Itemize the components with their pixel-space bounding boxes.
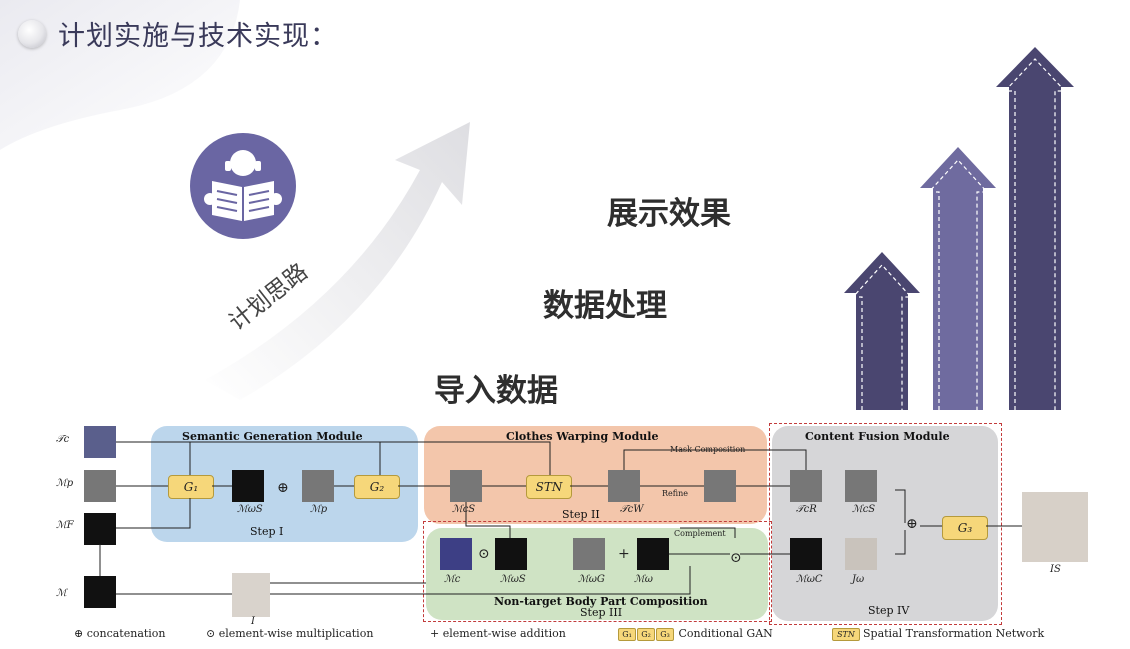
- growth-arrows: [844, 47, 1074, 410]
- tcw-label: 𝒯cW: [620, 504, 644, 515]
- refine-note: Refine: [662, 489, 688, 498]
- legend-stn-box: STN: [832, 627, 860, 641]
- mult-symbol: ⊙: [478, 546, 490, 562]
- bullet-icon: [18, 19, 46, 48]
- refined-clothes-image: [704, 470, 736, 502]
- fashion-mask-image: [84, 513, 116, 545]
- connector-lines: [99, 441, 1022, 595]
- nontarget-dashed-border: [423, 521, 772, 622]
- legend-add: + element-wise addition: [430, 627, 566, 640]
- output-image: [1022, 492, 1088, 562]
- fused-clothes-image: [790, 470, 822, 502]
- jw-label: Jω: [852, 574, 865, 585]
- legend-gan-text: Conditional GAN: [678, 627, 773, 640]
- arms-mask-image: [573, 538, 605, 570]
- generator-g3: G₃: [942, 516, 988, 540]
- input-i-label: I: [251, 616, 255, 627]
- stage-import-data: 导入数据: [434, 373, 558, 409]
- mws2-label: ℳωS: [500, 574, 526, 585]
- mult-symbol-2: ⊙: [730, 550, 742, 566]
- header: 计划实施与技术实现：: [18, 14, 338, 53]
- input-mf-label: ℳF: [56, 520, 74, 531]
- legend-g3-box: G₃: [656, 627, 674, 641]
- page-title: 计划实施与技术实现：: [58, 21, 338, 52]
- mwg-label: ℳωG: [578, 574, 605, 585]
- warped-clothes-image: [608, 470, 640, 502]
- mp2-label: ℳp: [310, 504, 328, 515]
- body-composite-image: [637, 538, 669, 570]
- step-one: Step I: [250, 525, 284, 538]
- step-four: Step IV: [868, 604, 910, 617]
- generator-g2: G₂: [354, 475, 400, 499]
- mcs2-label: ℳcS: [852, 504, 876, 515]
- tcr-label: 𝒯cR: [796, 504, 817, 515]
- semantic-title: Semantic Generation Module: [182, 430, 363, 443]
- step-three: Step III: [580, 606, 623, 619]
- concat-symbol-fusion: ⊕: [906, 516, 918, 532]
- person-image: [232, 573, 270, 617]
- reading-person-icon: [190, 133, 296, 239]
- clothes-input-image: [84, 426, 116, 458]
- semantic-map-image: [232, 470, 264, 502]
- add-symbol: +: [618, 546, 630, 562]
- clothes-region-image: [440, 538, 472, 570]
- mask-image: [84, 576, 116, 608]
- fusion-dashed-border: [769, 423, 1002, 625]
- clothes-mask-image: [450, 470, 482, 502]
- stn-box: STN: [526, 475, 572, 499]
- jw-image: [845, 538, 877, 570]
- legend-stn-text: Spatial Transformation Network: [863, 627, 1045, 640]
- legend-mult: ⊙ element-wise multiplication: [206, 627, 374, 640]
- stage-data-processing: 数据处理: [543, 288, 667, 324]
- pose-map-image: [302, 470, 334, 502]
- mc-label: ℳc: [444, 574, 461, 585]
- mw-label: ℳω: [634, 574, 653, 585]
- arrow-medium: [920, 147, 996, 410]
- semantic-body-image: [495, 538, 527, 570]
- legend-g2-box: G₂: [637, 627, 655, 641]
- legend-g1-box: G₁: [618, 627, 636, 641]
- generator-g1: G₁: [168, 475, 214, 499]
- mcs-label: ℳcS: [452, 504, 476, 515]
- nontarget-title: Non-target Body Part Composition: [494, 595, 708, 608]
- composed-body-image: [790, 538, 822, 570]
- input-tc-label: 𝒯c: [56, 434, 70, 445]
- input-mp-label: ℳp: [56, 478, 74, 489]
- complement-note: Complement: [674, 529, 726, 538]
- fused-mask-image: [845, 470, 877, 502]
- arrow-small: [844, 252, 920, 410]
- input-m-label: ℳ: [56, 588, 67, 599]
- step-two: Step II: [562, 508, 600, 521]
- mwc-label: ℳωC: [796, 574, 823, 585]
- fusion-title: Content Fusion Module: [805, 430, 950, 443]
- warping-title: Clothes Warping Module: [506, 430, 659, 443]
- legend-concat: ⊕ concatenation: [74, 627, 166, 640]
- stage-show-results: 展示效果: [607, 196, 731, 232]
- concat-symbol: ⊕: [277, 480, 289, 496]
- network-diagram: Semantic Generation Module Clothes Warpi…: [40, 418, 1130, 649]
- pose-input-image: [84, 470, 116, 502]
- is-label: IS: [1050, 564, 1061, 575]
- arrow-large: [996, 47, 1074, 410]
- mws-label: ℳωS: [237, 504, 263, 515]
